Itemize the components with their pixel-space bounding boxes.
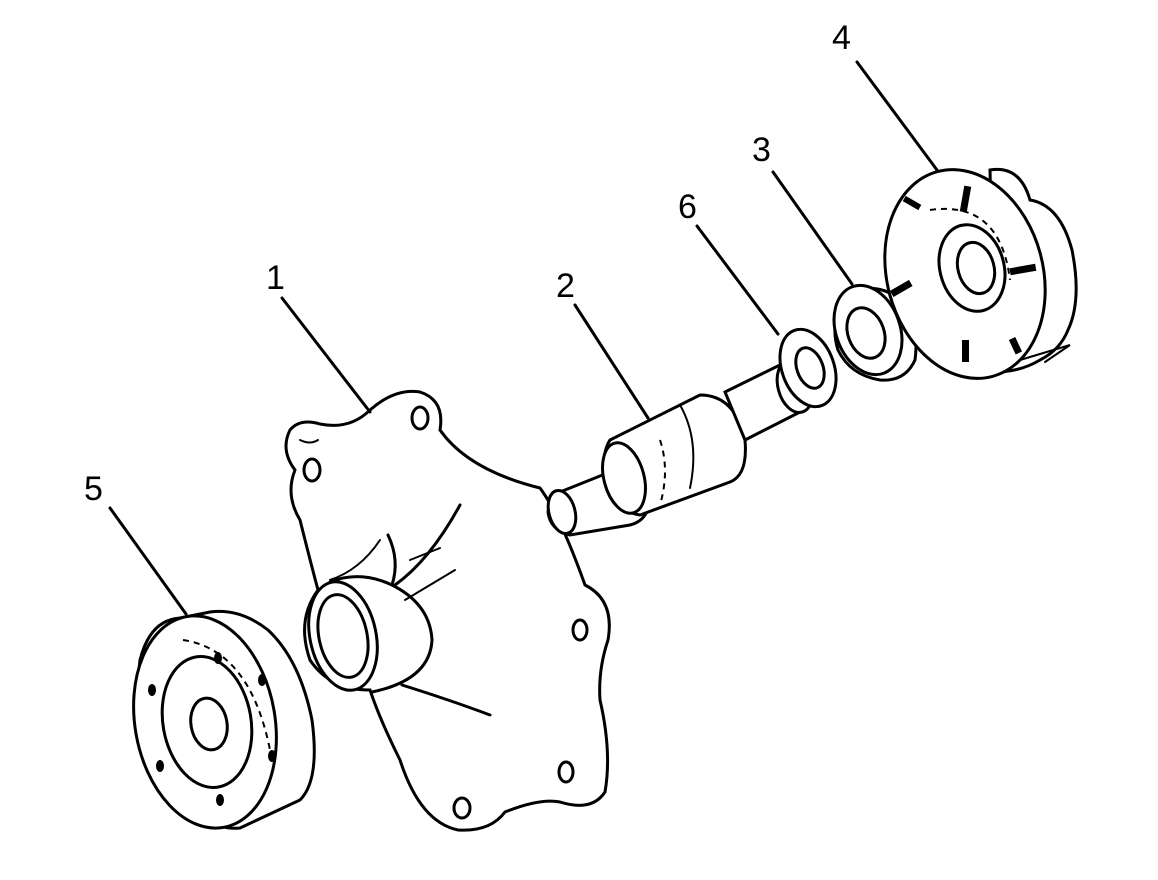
part-washer bbox=[778, 327, 838, 409]
leader-5 bbox=[108, 506, 188, 616]
leader-2 bbox=[573, 303, 650, 420]
leader-4 bbox=[855, 60, 939, 172]
callout-label-2: 2 bbox=[556, 267, 575, 305]
part-hub bbox=[132, 609, 316, 830]
callout-label-3: 3 bbox=[752, 131, 771, 169]
callout-label-1: 1 bbox=[266, 259, 285, 297]
leader-1 bbox=[280, 296, 372, 414]
callout-label-6: 6 bbox=[678, 188, 697, 226]
part-housing bbox=[284, 389, 611, 832]
leader-6 bbox=[695, 224, 780, 336]
callout-label-4: 4 bbox=[832, 19, 851, 57]
part-shaft-bearing bbox=[546, 358, 818, 537]
leader-lines bbox=[108, 60, 939, 616]
callout-labels: 1 2 3 4 5 6 bbox=[84, 19, 851, 508]
part-impeller bbox=[883, 167, 1078, 380]
leader-3 bbox=[771, 170, 854, 286]
callout-label-5: 5 bbox=[84, 470, 103, 508]
